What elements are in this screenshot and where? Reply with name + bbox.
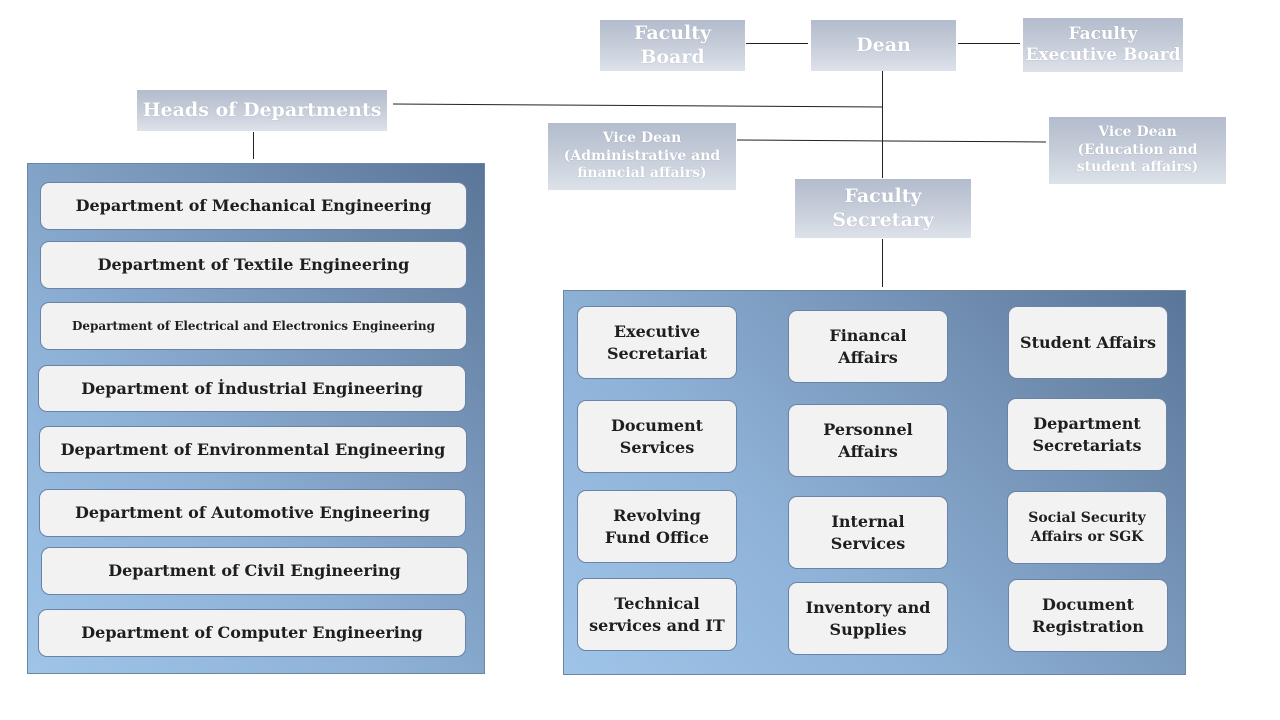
unit-department-secretariats: Department Secretariats: [1007, 398, 1167, 471]
faculty-secretary-box: Faculty Secretary: [795, 179, 971, 238]
unit-executive-secretariat: Executive Secretariat: [577, 306, 737, 379]
department-mechanical: Department of Mechanical Engineering: [40, 182, 467, 230]
connector-heads-to-departments: [253, 132, 254, 159]
connector-secretary-to-units: [882, 239, 883, 287]
unit-document-registration: Document Registration: [1008, 579, 1168, 652]
departments-panel: [27, 163, 485, 674]
unit-inventory-supplies: Inventory and Supplies: [788, 582, 948, 655]
connector-dean-executive-board: [958, 43, 1020, 44]
unit-technical-services-it: Technical services and IT: [577, 578, 737, 651]
unit-financal-affairs: Financal Affairs: [788, 310, 948, 383]
department-industrial: Department of İndustrial Engineering: [38, 365, 466, 412]
department-civil: Department of Civil Engineering: [41, 547, 468, 595]
vice-dean-admin-box: Vice Dean (Administrative and financial …: [548, 123, 736, 190]
department-electrical-electronics: Department of Electrical and Electronics…: [40, 302, 467, 350]
heads-of-departments-box: Heads of Departments: [137, 90, 387, 131]
unit-personnel-affairs: Personnel Affairs: [788, 404, 948, 477]
unit-internal-services: Internal Services: [788, 496, 948, 569]
department-textile: Department of Textile Engineering: [40, 241, 467, 289]
dean-box: Dean: [811, 20, 956, 71]
unit-student-affairs: Student Affairs: [1008, 306, 1168, 379]
unit-document-services: Document Services: [577, 400, 737, 473]
department-environmental: Department of Environmental Engineering: [39, 426, 467, 473]
department-computer: Department of Computer Engineering: [38, 609, 466, 657]
vice-dean-education-box: Vice Dean (Education and student affairs…: [1049, 117, 1226, 184]
faculty-board-box: Faculty Board: [600, 20, 745, 71]
department-automotive: Department of Automotive Engineering: [39, 489, 466, 537]
unit-revolving-fund-office: Revolving Fund Office: [577, 490, 737, 563]
faculty-executive-board-box: Faculty Executive Board: [1023, 18, 1183, 72]
connector-board-dean: [746, 43, 808, 44]
unit-social-security-affairs: Social Security Affairs or SGK: [1007, 491, 1167, 564]
connector-dean-vertical: [882, 71, 883, 178]
